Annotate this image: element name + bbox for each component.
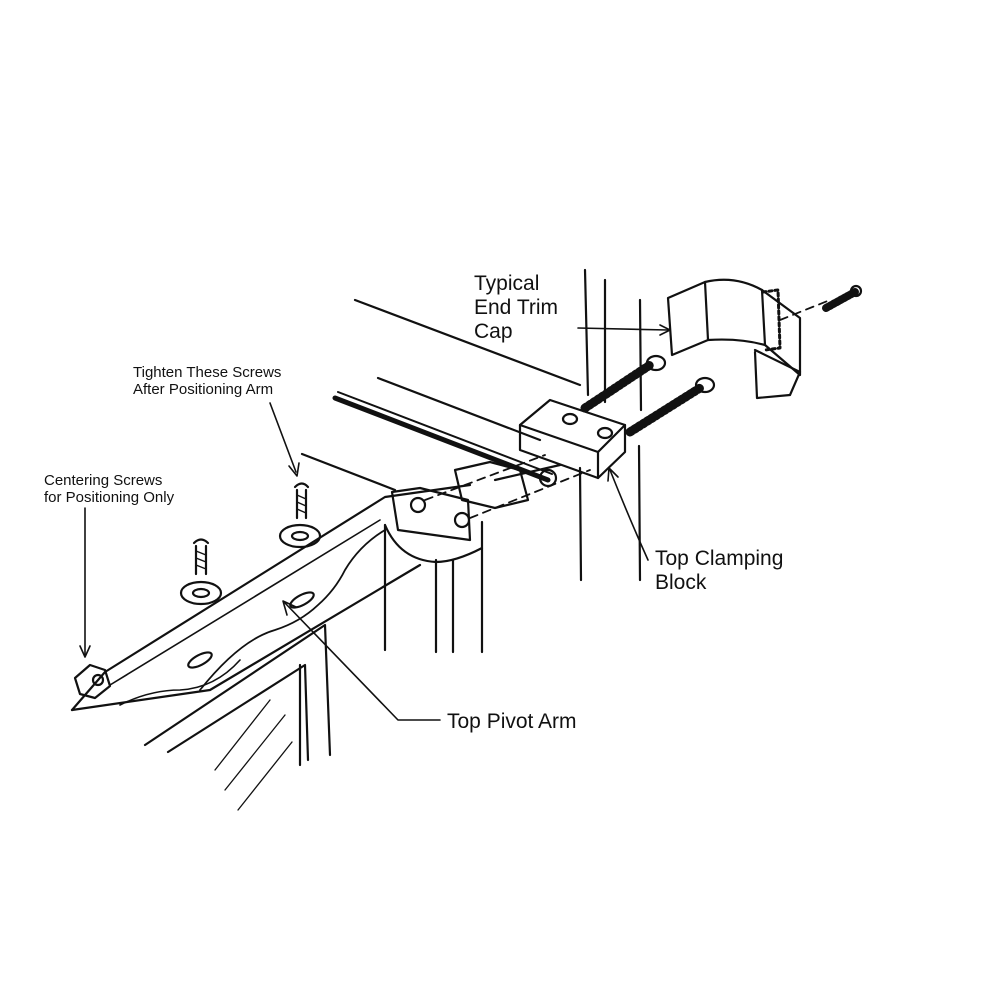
top-pivot-arm: [72, 485, 470, 710]
wall-outline: [302, 270, 641, 580]
glass-door: [145, 625, 330, 810]
leader-tighten-screws: [270, 403, 299, 476]
leader-centering-screws: [80, 508, 90, 657]
end-trim-cap: [668, 280, 800, 398]
alignment-lines: [425, 300, 830, 518]
label-clamping-block: Top Clamping Block: [655, 547, 784, 595]
glass-rail: [335, 392, 552, 480]
label-pivot-arm: Top Pivot Arm: [447, 710, 577, 733]
leader-end-trim-cap: [578, 325, 670, 335]
label-end-trim-cap: Typical End Trim Cap: [474, 272, 559, 344]
label-centering-screws: Centering Screws for Positioning Only: [44, 472, 175, 507]
clamp-screws: [585, 356, 714, 432]
label-tighten-screws: Tighten These Screws After Positioning A…: [133, 364, 282, 399]
pivot-hinge: [392, 462, 560, 540]
tighten-screw-1: [280, 484, 320, 548]
vertical-post: [385, 522, 482, 652]
set-screw: [826, 286, 861, 308]
leader-clamping-block: [608, 468, 648, 560]
leader-pivot-arm: [283, 601, 440, 720]
tighten-screw-2: [181, 540, 221, 605]
top-clamping-block: [520, 400, 625, 478]
